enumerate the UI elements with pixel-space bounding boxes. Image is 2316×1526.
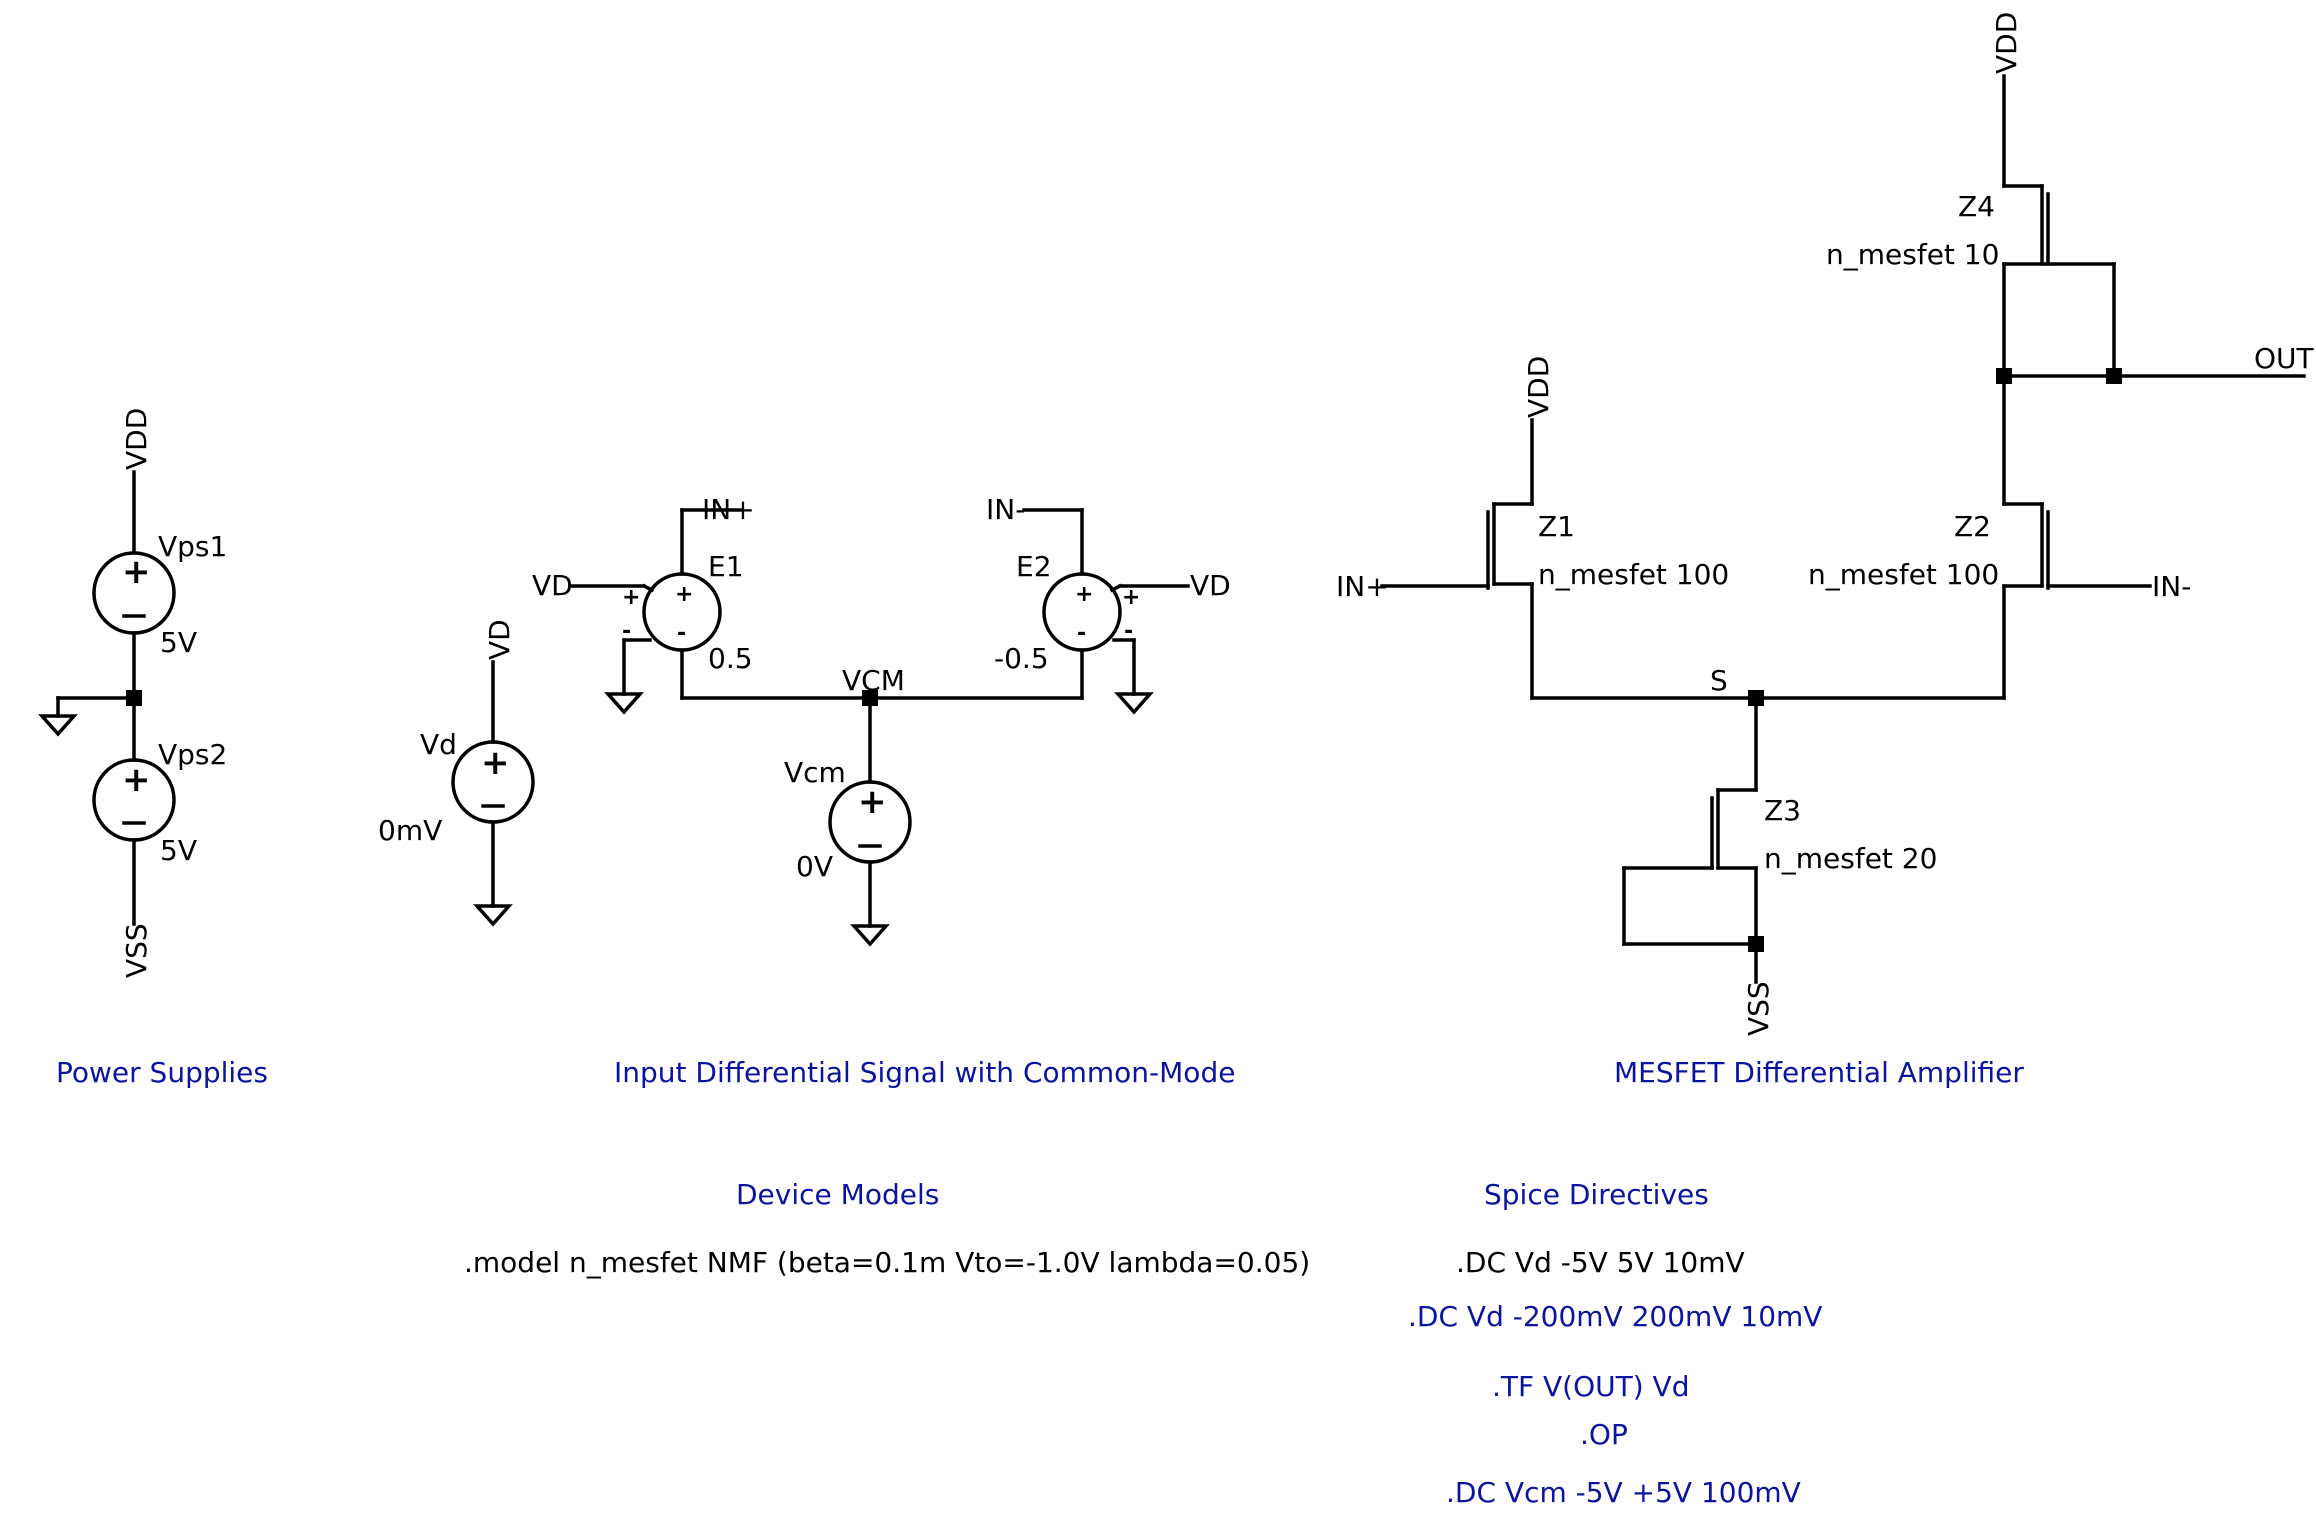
plus-sign: + — [858, 782, 887, 822]
directive-dc-1: .DC Vd -5V 5V 10mV — [1456, 1246, 1745, 1279]
in-minus-label-z2: IN- — [2152, 570, 2191, 603]
vd-right-label: VD — [1190, 569, 1231, 602]
z2-model: n_mesfet 100 — [1808, 558, 1999, 591]
input-signal-block: VD + Vd 0mV IN+ + - VD + - E1 0.5 VCM + — [378, 493, 1231, 947]
z4-model: n_mesfet 10 — [1826, 238, 1999, 271]
junction-dot — [1748, 936, 1764, 952]
vps1-value: 5V — [160, 626, 197, 659]
minus-sign: - — [1124, 619, 1133, 644]
z3-model: n_mesfet 20 — [1764, 842, 1937, 875]
e1-gain: 0.5 — [708, 642, 753, 675]
plus-sign: + — [122, 552, 151, 592]
plus-sign: + — [622, 585, 640, 610]
plus-sign: + — [122, 760, 151, 800]
ground-icon — [850, 924, 890, 947]
vd-value: 0mV — [378, 814, 442, 847]
vss-label-power: VSS — [120, 923, 153, 978]
junction-dot — [1996, 368, 2012, 384]
vps2-value: 5V — [160, 834, 197, 867]
directive-dc-3: .DC Vcm -5V +5V 100mV — [1446, 1476, 1801, 1509]
amplifier-title: MESFET Differential Amplifier — [1614, 1056, 2024, 1089]
minus-sign: - — [622, 619, 631, 644]
vd-name: Vd — [420, 728, 457, 761]
e1-name: E1 — [708, 550, 744, 583]
junction-dot — [2106, 368, 2122, 384]
power-supplies-title: Power Supplies — [56, 1056, 268, 1089]
e2-gain: -0.5 — [994, 642, 1049, 675]
vcm-name: Vcm — [784, 756, 846, 789]
z1-name: Z1 — [1538, 510, 1575, 543]
device-models-title: Device Models — [736, 1178, 939, 1211]
z1-model: n_mesfet 100 — [1538, 558, 1729, 591]
s-node-label: S — [1710, 664, 1728, 697]
plus-sign: + — [481, 743, 510, 783]
plus-sign: + — [675, 582, 693, 607]
spice-directives-title: Spice Directives — [1484, 1178, 1709, 1211]
in-plus-label-z1: IN+ — [1336, 570, 1389, 603]
ground-icon — [473, 904, 513, 927]
vd-left-label: VD — [532, 569, 573, 602]
wire — [1109, 583, 1123, 593]
minus-sign: - — [677, 621, 686, 646]
vss-label-amp: VSS — [1742, 981, 1775, 1036]
e2-name: E2 — [1016, 550, 1052, 583]
plus-sign: + — [1122, 585, 1140, 610]
z2-name: Z2 — [1954, 510, 1991, 543]
vdd-label-z1: VDD — [1522, 356, 1555, 418]
wire — [641, 583, 655, 593]
junction-dot — [126, 690, 142, 706]
input-signal-title: Input Differential Signal with Common-Mo… — [614, 1056, 1235, 1089]
z4-name: Z4 — [1958, 190, 1995, 223]
in-minus-label-e2: IN- — [986, 493, 1025, 526]
plus-sign: + — [1075, 582, 1093, 607]
vps2-name: Vps2 — [158, 738, 227, 771]
ground-icon — [604, 692, 644, 715]
model-directive: .model n_mesfet NMF (beta=0.1m Vto=-1.0V… — [464, 1246, 1310, 1279]
directive-tf: .TF V(OUT) Vd — [1492, 1370, 1689, 1403]
vps1-name: Vps1 — [158, 530, 227, 563]
ground-icon — [38, 714, 78, 737]
vdd-label-z4: VDD — [1990, 12, 2023, 74]
directive-op: .OP — [1580, 1418, 1628, 1451]
mesfet-amplifier-block: VDD IN+ Z1 n_mesfet 100 S IN- Z2 n_mesfe… — [1336, 12, 2315, 1036]
ground-icon — [1114, 692, 1154, 715]
z3-name: Z3 — [1764, 794, 1801, 827]
out-label: OUT — [2254, 342, 2315, 375]
vd-net-label: VD — [483, 619, 516, 660]
vdd-label-power: VDD — [120, 408, 153, 470]
power-supplies-block: VDD + Vps1 5V + Vps2 5V VSS — [38, 408, 227, 978]
directive-dc-2: .DC Vd -200mV 200mV 10mV — [1408, 1300, 1822, 1333]
vcm-value: 0V — [796, 850, 833, 883]
minus-sign: - — [1077, 621, 1086, 646]
